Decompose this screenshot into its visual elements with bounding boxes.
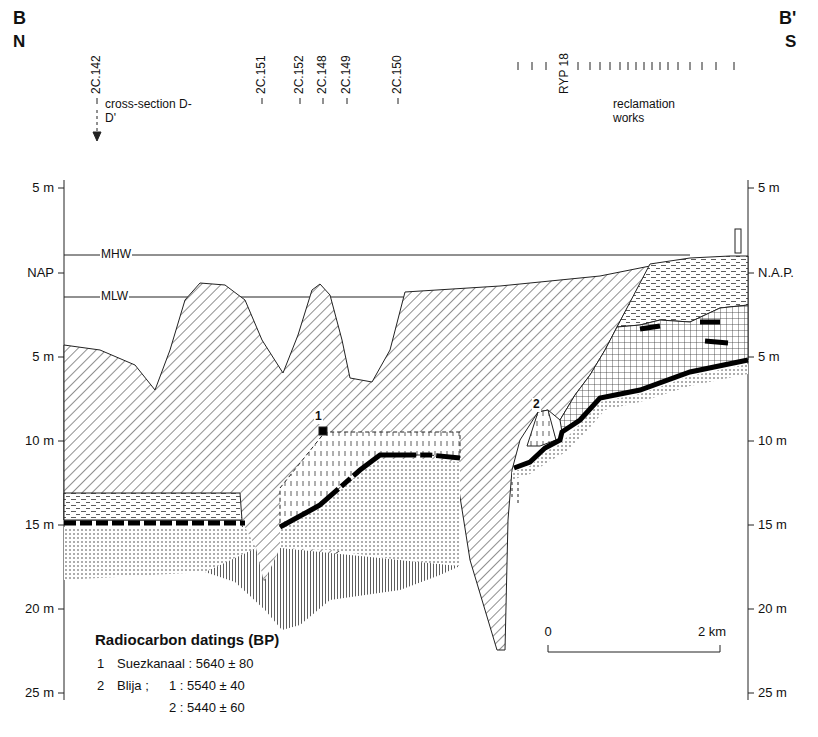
pattern-part	[64, 322, 748, 527]
borehole-id: 2C.148	[316, 54, 330, 95]
reclamation-tick	[620, 62, 621, 70]
sand-layer-left	[64, 527, 256, 580]
depth-label: 15 m	[24, 518, 55, 533]
legend-heading: Radiocarbon datings (BP)	[94, 631, 280, 648]
sand-layer-right	[512, 364, 748, 480]
building-symbol	[735, 229, 741, 253]
section-end: B'	[778, 8, 797, 29]
borehole-id: RYP 18	[558, 52, 572, 95]
peat-lenses	[640, 322, 728, 343]
reclamation-tick	[716, 62, 717, 70]
reclamation-tick	[702, 62, 703, 70]
reclamation-tick	[668, 62, 669, 70]
section-end: B	[12, 8, 27, 29]
right-axis-ticks	[748, 188, 754, 693]
reclamation-ticks	[518, 62, 734, 70]
dashed-boundary	[512, 482, 518, 505]
depth-label: 20 m	[757, 602, 788, 617]
clay-wedge-right	[527, 410, 556, 446]
depth-label: 25 m	[757, 686, 788, 701]
borehole-id: 2C.151	[255, 54, 269, 95]
depth-label: 5 m	[31, 181, 55, 196]
scale-label: 0	[543, 625, 552, 640]
section-note: cross-section D-D'	[104, 98, 198, 126]
reclamation-tick	[600, 62, 601, 70]
scale-label: 2 km	[697, 625, 727, 640]
pattern-part	[64, 256, 748, 650]
reclamation-tick	[518, 62, 519, 70]
reclamation-tick	[590, 62, 591, 70]
reclamation-tick	[644, 62, 645, 70]
depth-label: 10 m	[757, 434, 788, 449]
borehole-id: 2C.149	[340, 54, 354, 95]
callout-number: 1	[314, 410, 323, 424]
clay-layer-left	[64, 493, 242, 520]
sample-marker	[319, 427, 327, 435]
depth-label: 5 m	[757, 350, 781, 365]
peat-layer-right	[514, 360, 748, 468]
depth-label: NAP	[26, 266, 55, 281]
reclamation-tick	[610, 62, 611, 70]
depth-label: 10 m	[24, 434, 55, 449]
borehole-id: 2C.152	[293, 54, 307, 95]
depth-label: 15 m	[757, 518, 788, 533]
reclamation-tick	[636, 62, 637, 70]
direction: S	[784, 32, 797, 52]
reclamation-tick	[546, 62, 547, 70]
callout-number: 2	[96, 679, 105, 694]
callout-number: 2	[532, 398, 541, 412]
depth-label: 5 m	[757, 181, 781, 196]
scale-bar	[548, 645, 720, 652]
borehole-id: 2C.142	[90, 54, 104, 95]
reclamation-tick	[690, 62, 691, 70]
water-level: MHW	[100, 248, 132, 262]
dating-entry: 2 : 5440 ± 60	[168, 701, 246, 716]
depth-label: N.A.P.	[757, 266, 795, 281]
pattern-part	[58, 98, 754, 700]
section-pointer	[97, 110, 98, 132]
direction: N	[12, 32, 26, 52]
peat-layer-middle	[280, 455, 460, 527]
reclamation-tick	[532, 62, 533, 70]
pattern-part	[319, 427, 720, 652]
depth-label: 25 m	[24, 686, 55, 701]
reclamation-tick	[652, 62, 653, 70]
depth-label: 5 m	[31, 350, 55, 365]
depth-label: 20 m	[24, 602, 55, 617]
reclamation-tick	[678, 62, 679, 70]
dating-entry: Blija ;	[116, 679, 150, 694]
mhw-line	[64, 255, 690, 256]
reclamation-tick	[628, 62, 629, 70]
reclamation-tick	[734, 62, 735, 70]
left-axis-ticks	[58, 188, 64, 693]
borehole-id: 2C.150	[391, 54, 405, 95]
dating-entry: Suezkanaal : 5640 ± 80	[116, 657, 255, 672]
water-level: MLW	[100, 290, 129, 304]
section-note: reclamation works	[612, 98, 692, 126]
peat-layer-left	[64, 521, 245, 526]
callout-number: 1	[96, 657, 105, 672]
section-arrowhead	[93, 132, 101, 141]
reclamation-tick	[578, 62, 579, 70]
dating-entry: 1 : 5540 ± 40	[168, 679, 246, 694]
holocene-channel-deposits	[64, 266, 650, 650]
reclamation-tick	[660, 62, 661, 70]
